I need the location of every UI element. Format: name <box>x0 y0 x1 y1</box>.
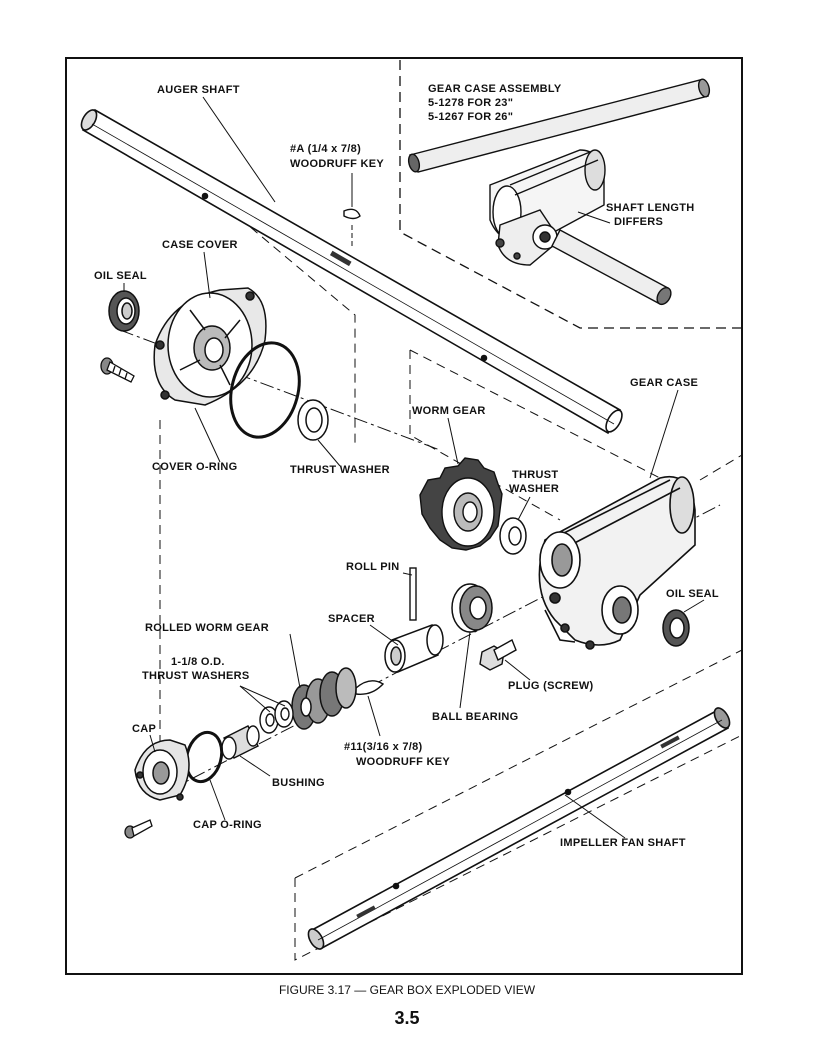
label-cap: CAP <box>132 723 156 735</box>
oil-seal-right <box>662 609 690 647</box>
label-thrust-washer-right-line2: WASHER <box>509 483 559 495</box>
label-woodruff-key-11-line1: #11(3/16 x 7/8) <box>344 741 423 753</box>
label-gear-case-assembly-line1: GEAR CASE ASSEMBLY <box>428 83 562 95</box>
label-cover-o-ring: COVER O-RING <box>152 461 238 473</box>
spacer <box>384 623 444 674</box>
label-gear-case-assembly-line3: 5-1267 FOR 26" <box>428 111 513 123</box>
label-shaft-length-line2: DIFFERS <box>614 216 663 228</box>
ball-bearing <box>451 583 493 633</box>
label-thrust-washers-line2: THRUST WASHERS <box>142 670 249 682</box>
label-case-cover: CASE COVER <box>162 239 238 251</box>
label-woodruff-key-a-line2: WOODRUFF KEY <box>290 158 384 170</box>
thrust-washer-right <box>499 517 527 555</box>
auger-shaft <box>80 108 623 435</box>
woodruff-key-11 <box>355 680 385 695</box>
label-impeller-fan-shaft: IMPELLER FAN SHAFT <box>560 837 686 849</box>
label-bushing: BUSHING <box>272 777 325 789</box>
thrust-washer-left <box>297 399 329 441</box>
case-cover <box>153 287 267 406</box>
label-shaft-length-line1: SHAFT LENGTH <box>606 202 695 214</box>
oil-seal-left <box>108 290 140 332</box>
worm-gear <box>419 457 503 551</box>
callout-labels: AUGER SHAFT GEAR CASE ASSEMBLY 5-1278 FO… <box>94 83 719 849</box>
label-oil-seal-right: OIL SEAL <box>666 588 719 600</box>
plug-screw <box>479 639 517 671</box>
cap-screw <box>124 819 153 839</box>
label-auger-shaft: AUGER SHAFT <box>157 84 240 96</box>
gear-case-assembly-inset <box>399 60 742 329</box>
label-roll-pin: ROLL PIN <box>346 561 400 573</box>
label-woodruff-key-11-line2: WOODRUFF KEY <box>356 756 450 768</box>
bushing <box>221 725 260 760</box>
exploded-view-guide-lines <box>87 119 743 961</box>
cover-o-ring <box>229 341 301 439</box>
label-plug-screw: PLUG (SCREW) <box>508 680 594 692</box>
label-thrust-washer-left: THRUST WASHER <box>290 464 390 476</box>
roll-pin <box>409 567 417 621</box>
label-spacer: SPACER <box>328 613 375 625</box>
leader-lines <box>123 96 705 839</box>
figure-caption: FIGURE 3.17 — GEAR BOX EXPLODED VIEW <box>278 983 536 997</box>
thrust-washers-1-1-8 <box>259 700 294 734</box>
label-ball-bearing: BALL BEARING <box>432 711 519 723</box>
gear-case-assembly-drawing <box>407 78 711 306</box>
label-thrust-washers-line1: 1-1/8 O.D. <box>171 656 225 668</box>
rolled-worm-gear <box>291 667 357 730</box>
label-woodruff-key-a-line1: #A (1/4 x 7/8) <box>290 143 361 155</box>
label-gear-case: GEAR CASE <box>630 377 698 389</box>
label-gear-case-assembly-line2: 5-1278 FOR 23" <box>428 97 513 109</box>
label-cap-o-ring: CAP O-RING <box>193 819 262 831</box>
cap <box>134 739 190 801</box>
impeller-fan-shaft <box>307 707 731 950</box>
page-number: 3.5 <box>394 1008 420 1028</box>
cover-screw <box>100 357 135 383</box>
label-worm-gear: WORM GEAR <box>412 405 486 417</box>
label-thrust-washer-right-line1: THRUST <box>512 469 558 481</box>
label-oil-seal-left: OIL SEAL <box>94 270 147 282</box>
label-rolled-worm-gear: ROLLED WORM GEAR <box>145 622 269 634</box>
woodruff-key-a <box>343 208 361 248</box>
diagram-frame <box>65 57 743 975</box>
gear-case <box>538 475 696 650</box>
